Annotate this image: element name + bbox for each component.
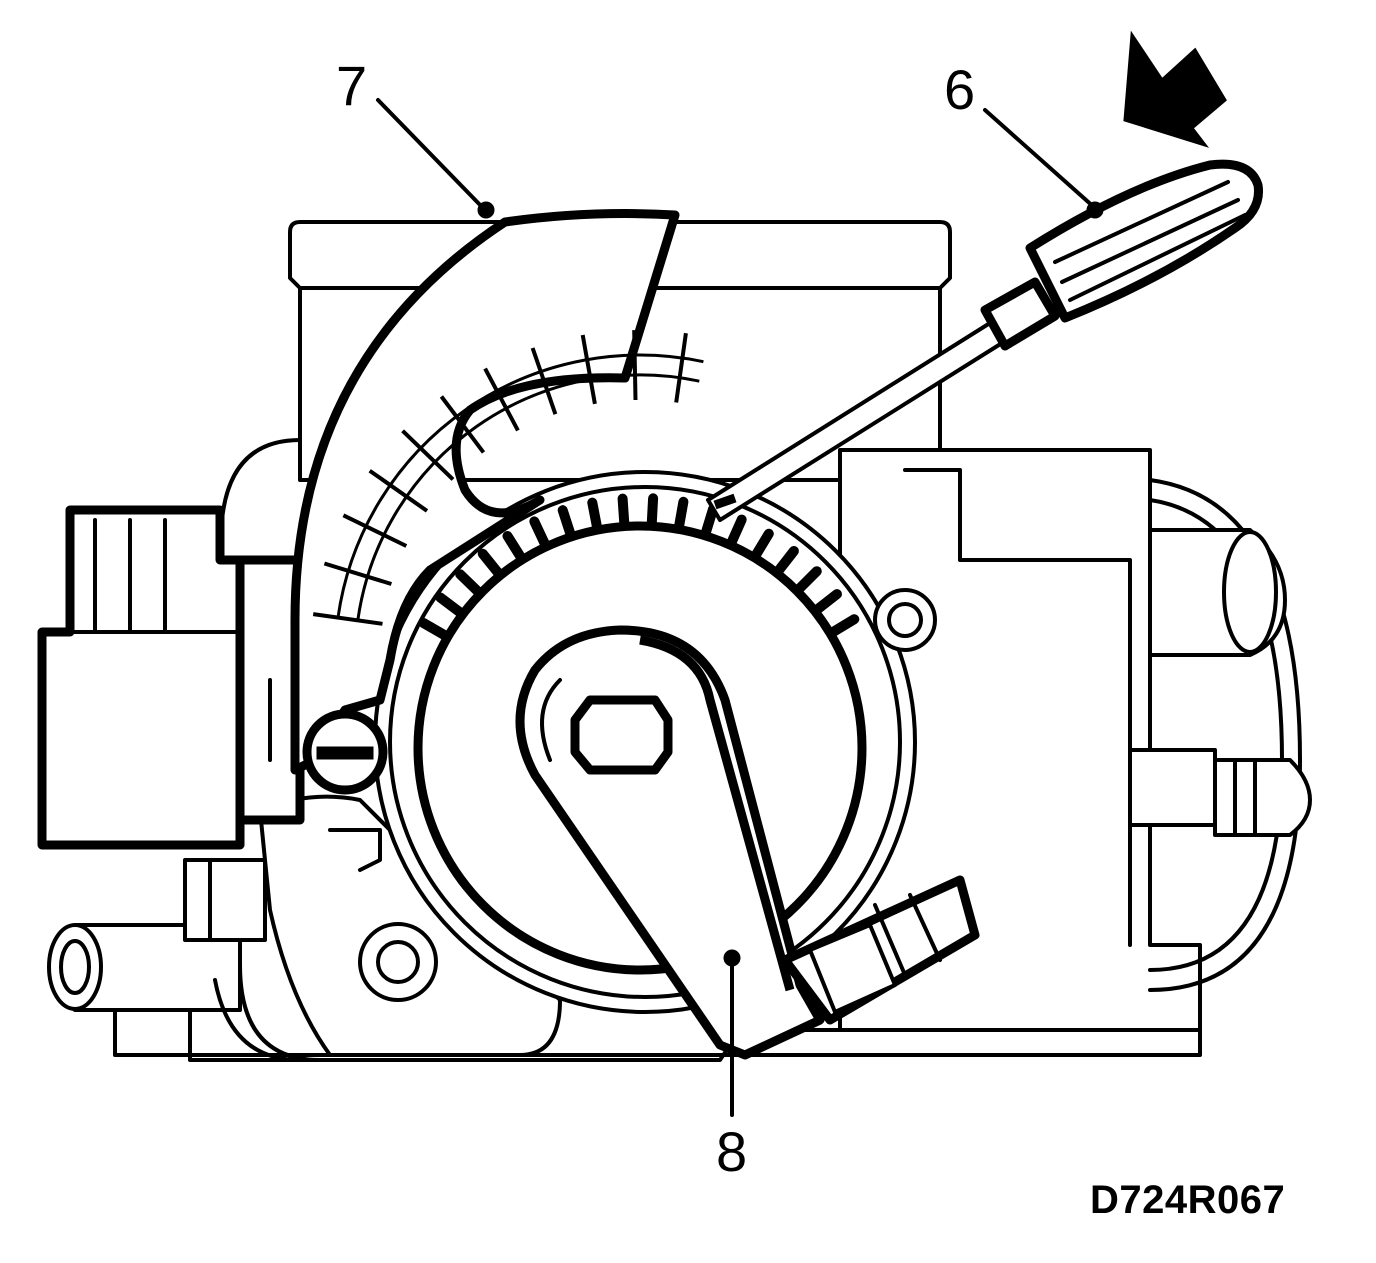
- cover-arc: [336, 353, 704, 618]
- gear-tooth: [699, 503, 719, 541]
- segment-sensor-cover: [290, 209, 680, 775]
- gear-tooth: [792, 566, 822, 596]
- cover-rib: [401, 429, 455, 481]
- lever-slot: [570, 695, 673, 775]
- cover-arc: [356, 373, 700, 621]
- gear-tooth: [771, 546, 799, 579]
- cover-rib: [530, 347, 558, 415]
- gear-tooth: [455, 569, 486, 599]
- cover-rib: [312, 612, 383, 626]
- callout-7-leader: [376, 98, 487, 212]
- right-housing: [838, 448, 1202, 1032]
- toothed-gear-ring: [418, 493, 860, 642]
- cover-rib: [580, 334, 597, 405]
- arrow-down-left-icon: [1123, 30, 1227, 148]
- gear-tooth: [557, 505, 577, 542]
- callout-6-number: 6: [944, 58, 976, 121]
- gear-tooth: [477, 548, 506, 581]
- right-outer-lobe: [1148, 478, 1302, 992]
- position-sensor-plug: [780, 875, 980, 1025]
- callout-7-number: 7: [336, 54, 368, 117]
- gear-tooth: [825, 614, 860, 639]
- gear-tooth: [725, 514, 747, 551]
- screwdriver: [706, 159, 1264, 522]
- callout-8-number: 8: [716, 1120, 748, 1183]
- electrical-connector: [37, 505, 305, 850]
- gear-tooth: [809, 589, 842, 617]
- cover-rib: [323, 561, 392, 586]
- cover-rib: [439, 395, 486, 454]
- gear-tooth: [529, 516, 552, 552]
- gear-tooth: [502, 531, 528, 565]
- gear-tooth: [673, 496, 689, 535]
- sensor-cover-grid: [312, 330, 704, 626]
- cover-rib: [674, 332, 688, 403]
- figure-code: D724R067: [1090, 1178, 1286, 1222]
- gear-tooth: [749, 528, 774, 563]
- gear-tooth: [435, 592, 468, 620]
- right-lower-fitting: [1128, 748, 1217, 827]
- gear-tooth: [617, 493, 630, 532]
- cover-rib: [483, 367, 520, 432]
- gear-tooth: [418, 618, 453, 642]
- cover-rib: [368, 469, 429, 513]
- callout-6-leader: [983, 108, 1097, 210]
- gear-tooth: [646, 493, 659, 532]
- cover-rib: [632, 330, 638, 401]
- gear-tooth: [587, 497, 603, 536]
- cover-rib: [342, 513, 408, 548]
